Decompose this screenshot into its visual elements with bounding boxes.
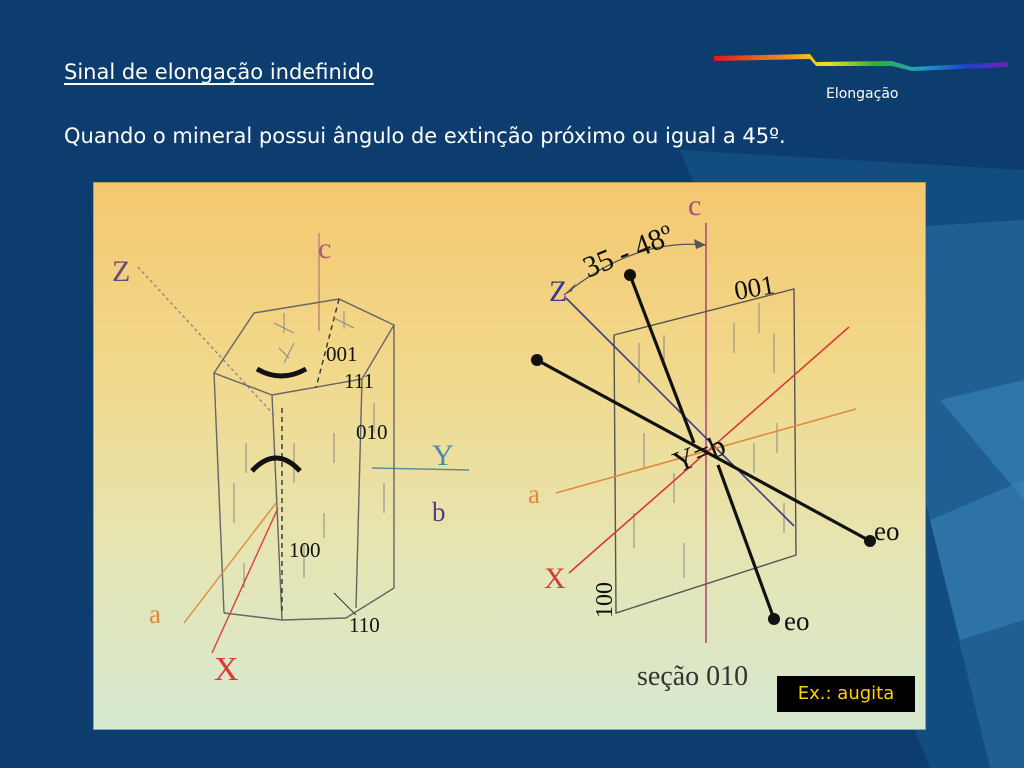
section-label-c: c — [688, 189, 701, 222]
crystal-label-100: 100 — [289, 538, 321, 562]
crystal-label-b: b — [432, 497, 446, 527]
crystal-label-y: Y — [432, 439, 454, 472]
section-label-eo-bottom: eo — [784, 606, 809, 636]
example-badge: Ex.: augita — [777, 676, 915, 712]
figure-drawing: c Z 001 111 010 Y b 100 a 110 X — [112, 189, 899, 692]
rainbow-caption: Elongação — [826, 86, 899, 102]
section-label-001: 001 — [732, 269, 777, 306]
crystal-label-010: 010 — [356, 420, 388, 444]
crystal-prism — [137, 233, 470, 654]
section-caption: seção 010 — [637, 661, 748, 692]
crystal-figure: c Z 001 111 010 Y b 100 a 110 X — [93, 182, 926, 730]
section-label-a: a — [528, 479, 540, 509]
section-label-eo-right: eo — [874, 516, 899, 546]
crystal-label-z: Z — [112, 255, 130, 288]
section-label-z: Z — [549, 275, 567, 308]
rainbow-elongation-bar — [714, 54, 1008, 71]
slide-title: Sinal de elongação indefinido — [64, 60, 374, 84]
crystal-label-c: c — [318, 232, 331, 265]
section-label-100: 100 — [592, 582, 618, 618]
slide-subtitle: Quando o mineral possui ângulo de extinç… — [64, 124, 786, 148]
crystal-label-a: a — [149, 599, 161, 629]
crystal-label-001: 001 — [326, 342, 358, 366]
crystal-label-110: 110 — [349, 613, 380, 637]
section-label-x: X — [544, 562, 566, 595]
section-010 — [531, 223, 876, 643]
crystal-label-x: X — [214, 651, 239, 688]
crystal-label-111: 111 — [344, 369, 374, 393]
